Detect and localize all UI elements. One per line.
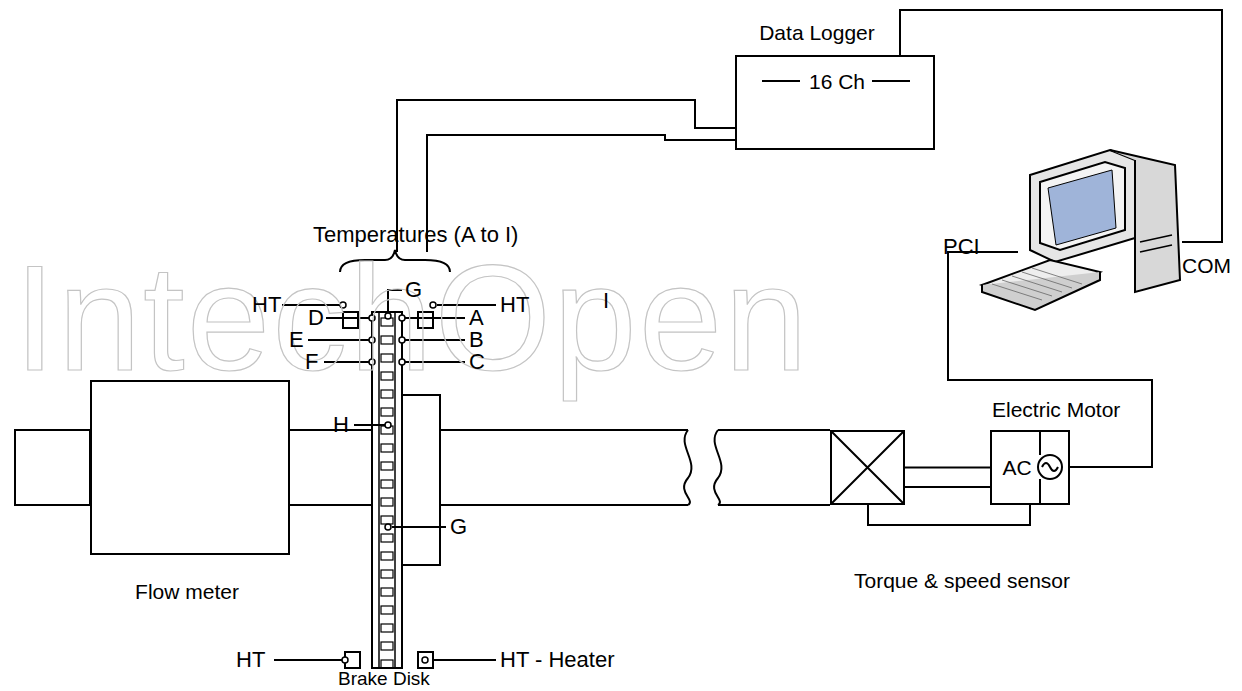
keyboard-keys	[1022, 272, 1072, 288]
flow-meter: Flow meter	[90, 380, 290, 555]
disk-vent	[381, 570, 393, 578]
callout-label: HT	[500, 292, 529, 317]
shaft	[290, 430, 372, 505]
sensor-wire	[868, 505, 1030, 525]
callout-label: G	[450, 514, 467, 539]
keyboard-keys	[992, 284, 1042, 300]
probe-dot	[385, 524, 391, 530]
node-label: Flow meter	[135, 580, 239, 604]
shaft-break	[684, 430, 691, 505]
disk-vent	[381, 588, 393, 596]
callout-label: G	[405, 277, 422, 302]
callout-label: E	[289, 327, 304, 352]
channel-dash	[872, 80, 910, 82]
callout-label: C	[469, 349, 485, 374]
node-label: Electric Motor	[992, 398, 1120, 422]
shaft-break	[714, 430, 721, 505]
heater	[418, 652, 433, 668]
node-text: AC	[1002, 456, 1031, 480]
disk-vent	[381, 462, 393, 470]
callout-label: D	[308, 305, 324, 330]
keyboard-keys	[1002, 280, 1052, 296]
disk-vent	[381, 642, 393, 650]
disk-vent	[381, 552, 393, 560]
callout-label: H	[333, 412, 349, 437]
callout-label: A	[469, 305, 484, 330]
disk-vent	[381, 606, 393, 614]
node-label: Data Logger	[759, 21, 875, 45]
node-label: Torque & speed sensor	[854, 569, 1070, 593]
ac-symbol	[1039, 430, 1041, 455]
coupling-line	[905, 486, 990, 488]
shaft-connector	[905, 467, 990, 468]
disk-vent	[381, 516, 393, 524]
callout-label: F	[305, 349, 318, 374]
ac-symbol	[1038, 455, 1062, 479]
ac-symbol	[1039, 479, 1041, 505]
torque-sensor: Torque & speed sensor	[830, 430, 905, 505]
keyboard-keys	[1012, 276, 1062, 292]
keyboard-keys	[1032, 268, 1082, 284]
callout-label: Brake Disk	[338, 668, 430, 690]
shaft-stub	[15, 430, 90, 505]
disk-vent	[381, 480, 393, 488]
probe-dot	[422, 657, 428, 663]
pci-wire	[948, 252, 1152, 467]
leader-line	[354, 425, 446, 527]
electric-motor: Electric MotorAC	[990, 430, 1070, 505]
callout-label: HT	[252, 292, 281, 317]
callout-label: Temperatures (A to I)	[313, 222, 518, 247]
channel-dash	[762, 80, 800, 82]
data-logger: Data Logger16 Ch	[735, 55, 935, 150]
callout-label: B	[469, 327, 484, 352]
probe-dot	[385, 422, 391, 428]
disk-vent	[381, 534, 393, 542]
shaft	[718, 430, 830, 505]
shaft	[440, 430, 688, 505]
ac-symbol	[1042, 463, 1058, 471]
callout-label: HT - Heater	[500, 647, 615, 672]
computer	[982, 150, 1180, 310]
callout-label: I	[603, 288, 609, 313]
brake-hub	[402, 395, 440, 565]
disk-vent	[381, 624, 393, 632]
disk-vent	[381, 408, 393, 416]
callout-label: HT	[236, 647, 265, 672]
node-text: 16 Ch	[809, 70, 865, 94]
probe-dot	[342, 657, 348, 663]
torque-sensor-x	[832, 432, 903, 503]
callout-label: PCI	[943, 234, 980, 259]
disk-vent	[381, 660, 393, 668]
disk-vent	[381, 498, 393, 506]
watermark: IntechOpen	[14, 232, 810, 405]
callout-label: COM	[1182, 254, 1231, 278]
disk-vent	[381, 444, 393, 452]
